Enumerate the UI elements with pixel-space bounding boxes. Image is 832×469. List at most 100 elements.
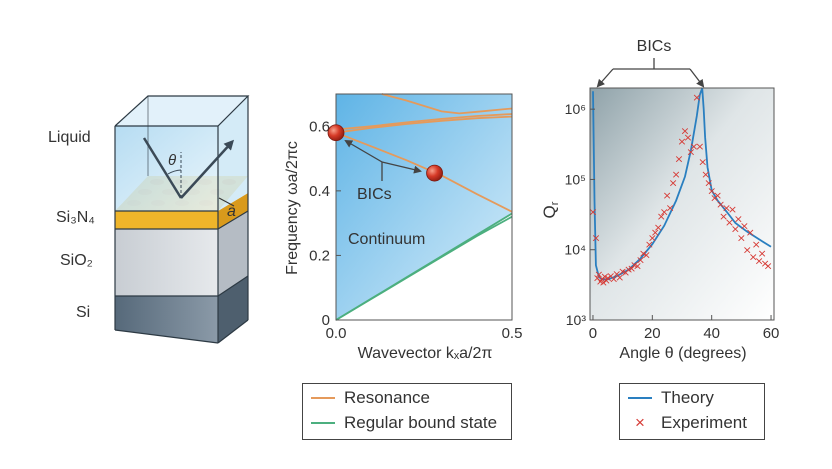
experiment-point-4: × xyxy=(596,275,605,288)
experiment-point-27: × xyxy=(657,210,666,223)
q-xtick-label-3: 60 xyxy=(763,325,780,342)
band-legend: Resonance Regular bound state xyxy=(302,383,512,440)
continuum-label: Continuum xyxy=(348,231,425,248)
bic-markers xyxy=(327,124,443,182)
si3n4-label: Si₃N₄ xyxy=(56,209,95,226)
experiment-point-51: × xyxy=(728,203,737,216)
experiment-point-17: × xyxy=(627,262,636,275)
sio2-layer-side xyxy=(218,211,248,296)
experiment-point-50: × xyxy=(725,216,734,229)
reflected-ray xyxy=(180,139,235,199)
device-schematic: θ a Liquid Si₃N₄ SiO₂ Si xyxy=(48,95,250,344)
experiment-point-48: × xyxy=(719,210,728,223)
experiment-point-28: × xyxy=(660,205,669,218)
si3n4-layer-front xyxy=(115,211,218,229)
experiment-point-52: × xyxy=(731,223,740,236)
band-bics-label: BICs xyxy=(357,186,392,203)
experiment-point-25: × xyxy=(651,226,660,239)
experiment-point-38: × xyxy=(689,140,698,153)
experiment-point-41: × xyxy=(698,155,707,168)
theta-label: θ xyxy=(168,152,176,169)
band-ytick-label-0: 0 xyxy=(322,312,330,329)
experiment-point-56: × xyxy=(743,244,752,257)
theory-line xyxy=(592,87,772,281)
si-layer-front xyxy=(115,296,218,343)
experiment-point-34: × xyxy=(677,135,686,148)
experiment-point-53: × xyxy=(734,212,743,225)
experiment-point-12: × xyxy=(612,267,621,280)
legend-item-bound-state: Regular bound state xyxy=(303,410,511,435)
experiment-point-16: × xyxy=(624,263,633,276)
band-xtick-label-1: 0.5 xyxy=(502,325,523,342)
q-plot-background xyxy=(590,88,774,320)
band-series-1 xyxy=(335,115,513,134)
band-series-2 xyxy=(335,113,513,131)
experiment-point-14: × xyxy=(618,265,627,278)
period-marker xyxy=(218,197,235,207)
experiment-point-20: × xyxy=(636,254,645,267)
band-series-5 xyxy=(335,212,513,321)
light-ray xyxy=(142,137,183,199)
experiment-point-37: × xyxy=(686,145,695,158)
experiment-point-5: × xyxy=(597,272,606,285)
experiment-point-44: × xyxy=(707,184,716,197)
experiment-point-22: × xyxy=(642,249,651,262)
q-factor-plot: ××××××××××××××××××××××××××××××××××××××××… xyxy=(540,38,779,362)
sio2-layer-front xyxy=(115,229,218,296)
legend-item-theory: Theory xyxy=(620,385,764,410)
experiment-point-24: × xyxy=(648,231,657,244)
liquid-region-side xyxy=(218,96,248,211)
experiment-point-2: × xyxy=(593,272,602,285)
experiment-point-13: × xyxy=(615,271,624,284)
experiment-point-32: × xyxy=(671,168,680,181)
q-bics-label: BICs xyxy=(637,38,672,55)
experiment-point-62: × xyxy=(760,257,769,270)
q-plot-frame xyxy=(589,87,775,321)
experiment-point-40: × xyxy=(695,140,704,153)
experiment-point-10: × xyxy=(606,269,615,282)
q-x-axis-label: Angle θ (degrees) xyxy=(619,345,746,362)
experiment-point-63: × xyxy=(763,259,772,272)
bound-state-swatch xyxy=(311,421,335,424)
bic-point-0 xyxy=(327,124,345,142)
bic-point-1 xyxy=(426,164,443,182)
experiment-point-61: × xyxy=(758,247,767,260)
band-bic-arrows xyxy=(344,139,422,181)
experiment-point-43: × xyxy=(704,177,713,190)
experiment-swatch: × xyxy=(635,413,645,432)
q-ytick-label-2: 10⁵ xyxy=(565,171,586,187)
box-edges xyxy=(114,95,250,344)
q-xtick-label-0: 0 xyxy=(589,325,597,342)
experiment-point-0: × xyxy=(588,205,597,218)
liquid-region-front xyxy=(115,126,218,211)
si-layer-side xyxy=(218,276,248,343)
period-a-label: a xyxy=(227,203,236,220)
experiment-point-31: × xyxy=(668,177,677,190)
legend-item-experiment: × Experiment xyxy=(620,410,764,435)
experiment-point-19: × xyxy=(633,259,642,272)
band-ytick-label-2: 0.4 xyxy=(309,183,330,200)
experiment-point-54: × xyxy=(737,231,746,244)
q-bic-bracket xyxy=(596,58,705,88)
sio2-label: SiO₂ xyxy=(60,252,93,269)
legend-label-theory: Theory xyxy=(661,387,714,407)
experiment-markers: ××××××××××××××××××××××××××××××××××××××××… xyxy=(588,91,772,289)
q-ytick-label-1: 10⁴ xyxy=(564,242,586,258)
experiment-point-30: × xyxy=(666,201,675,214)
experiment-point-21: × xyxy=(639,247,648,260)
angle-arc xyxy=(167,169,182,175)
band-ytick-label-1: 0.2 xyxy=(309,247,330,264)
experiment-point-46: × xyxy=(713,189,722,202)
theory-swatch xyxy=(628,396,652,399)
experiment-point-15: × xyxy=(621,266,630,279)
experiment-point-8: × xyxy=(602,274,611,287)
experiment-point-1: × xyxy=(591,231,600,244)
legend-label-bound-state: Regular bound state xyxy=(344,412,498,432)
experiment-point-11: × xyxy=(609,272,618,285)
q-legend: Theory × Experiment xyxy=(619,383,765,440)
experiment-point-3: × xyxy=(594,268,603,281)
band-plot-frame xyxy=(335,93,513,321)
experiment-point-49: × xyxy=(722,201,731,214)
